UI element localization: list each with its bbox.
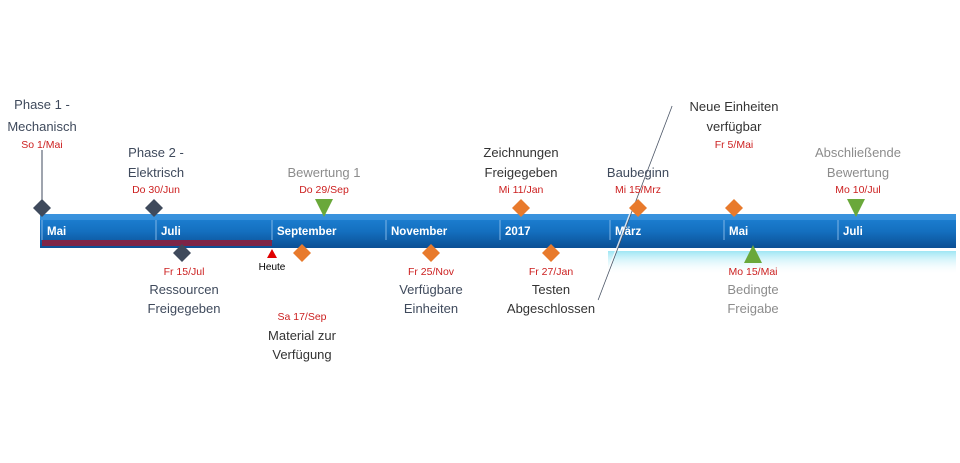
milestone-phase1: Phase 1 - Mechanisch So 1/Mai	[7, 97, 77, 217]
milestone-date: Sa 17/Sep	[277, 311, 326, 323]
milestone-bewertung1: Bewertung 1 Do 29/Sep	[288, 165, 361, 217]
milestone-title: Abgeschlossen	[507, 301, 595, 316]
today-marker	[267, 249, 277, 258]
band-reflection	[608, 251, 956, 275]
milestone-title: Verfügung	[272, 347, 331, 362]
milestone-title: Elektrisch	[128, 165, 184, 180]
month-label: März	[615, 226, 641, 238]
month-label: Mai	[729, 226, 748, 238]
band-gloss	[40, 214, 956, 220]
milestone-title: Bewertung	[827, 165, 889, 180]
month-label: Mai	[47, 226, 66, 238]
milestone-diamond-marker	[33, 199, 51, 217]
milestone-title: Testen	[532, 282, 570, 297]
milestone-diamond-marker	[145, 199, 163, 217]
milestone-title: Phase 2 -	[128, 145, 184, 160]
milestone-title: Mechanisch	[7, 119, 76, 134]
milestone-diamond-marker	[512, 199, 530, 217]
milestone-title: Einheiten	[404, 301, 458, 316]
milestone-diamond-marker	[629, 199, 647, 217]
milestone-date: Mi 11/Jan	[499, 184, 544, 196]
milestone-triangle-marker	[847, 199, 865, 217]
today-label: Heute	[259, 262, 286, 273]
milestone-date: Mo 15/Mai	[728, 266, 777, 278]
milestone-title: Freigegeben	[148, 301, 221, 316]
milestone-diamond-marker	[173, 244, 191, 262]
month-label: Juli	[161, 226, 181, 238]
milestone-date: Do 30/Jun	[132, 184, 180, 196]
milestone-title: Zeichnungen	[483, 145, 558, 160]
milestone-date: Mi 15/Mrz	[615, 184, 661, 196]
milestone-title: verfügbar	[707, 119, 763, 134]
milestone-neue: Neue Einheiten verfügbar Fr 5/Mai	[690, 99, 779, 217]
milestone-baubeginn: Baubeginn Mi 15/Mrz	[607, 165, 669, 217]
milestone-title: Material zur	[268, 328, 337, 343]
milestone-title: Ressourcen	[149, 282, 218, 297]
milestone-triangle-marker	[744, 245, 762, 263]
milestone-title: Phase 1 -	[14, 97, 70, 112]
month-label: 2017	[505, 226, 531, 238]
milestone-triangle-marker	[315, 199, 333, 217]
milestone-title: Neue Einheiten	[690, 99, 779, 114]
milestone-date: Fr 15/Jul	[164, 266, 205, 278]
month-label: November	[391, 226, 448, 238]
milestone-title: Bewertung 1	[288, 165, 361, 180]
milestone-title: Baubeginn	[607, 165, 669, 180]
milestone-date: So 1/Mai	[21, 139, 62, 151]
milestone-date: Fr 27/Jan	[529, 266, 574, 278]
milestone-diamond-marker	[542, 244, 560, 262]
progress-bar	[42, 240, 272, 246]
milestone-title: Abschließende	[815, 145, 901, 160]
milestone-diamond-marker	[725, 199, 743, 217]
milestone-title: Verfügbare	[399, 282, 463, 297]
milestone-title: Bedingte	[727, 282, 778, 297]
milestone-diamond-marker	[293, 244, 311, 262]
milestone-date: Mo 10/Jul	[835, 184, 881, 196]
month-label: September	[277, 226, 337, 238]
milestone-phase2: Phase 2 - Elektrisch Do 30/Jun	[128, 145, 184, 217]
milestone-title: Freigabe	[727, 301, 778, 316]
month-label: Juli	[843, 226, 863, 238]
month-axis: Mai Juli September November 2017 März Ma…	[41, 220, 863, 240]
milestone-date: Fr 5/Mai	[715, 139, 754, 151]
milestone-diamond-marker	[422, 244, 440, 262]
milestone-date: Do 29/Sep	[299, 184, 349, 196]
milestone-title: Freigegeben	[485, 165, 558, 180]
milestone-date: Fr 25/Nov	[408, 266, 455, 278]
